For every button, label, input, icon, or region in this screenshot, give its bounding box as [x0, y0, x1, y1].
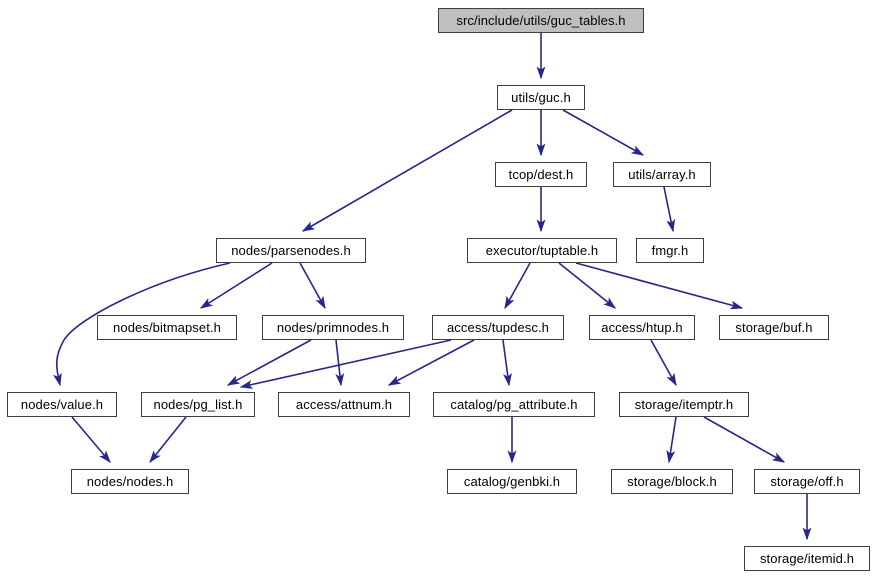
graph-node-label: storage/off.h: [770, 474, 844, 489]
graph-node-itemptr[interactable]: storage/itemptr.h: [619, 392, 749, 417]
graph-node-label: access/attnum.h: [295, 397, 393, 412]
graph-node-htup[interactable]: access/htup.h: [589, 315, 695, 340]
edge-tuptable-to-tupdesc: [504, 262, 531, 310]
graph-node-tupdesc[interactable]: access/tupdesc.h: [432, 315, 564, 340]
edge-tuptable-to-htup: [558, 262, 616, 309]
edge-value-to-nodes: [71, 416, 111, 463]
graph-node-label: storage/block.h: [627, 474, 717, 489]
edge-itemptr-to-off: [703, 416, 786, 463]
graph-node-value[interactable]: nodes/value.h: [7, 392, 117, 417]
graph-node-label: storage/buf.h: [735, 320, 813, 335]
graph-node-label: storage/itemptr.h: [634, 397, 734, 412]
graph-node-label: access/tupdesc.h: [446, 320, 550, 335]
edge-htup-to-itemptr: [650, 339, 677, 387]
graph-node-guc_tables[interactable]: src/include/utils/guc_tables.h: [438, 8, 644, 33]
graph-node-label: access/htup.h: [601, 320, 683, 335]
graph-node-label: executor/tuptable.h: [485, 243, 599, 258]
graph-node-label: nodes/nodes.h: [86, 474, 174, 489]
graph-node-guc[interactable]: utils/guc.h: [497, 85, 585, 110]
edge-guc-to-array: [562, 109, 645, 156]
graph-node-bitmapset[interactable]: nodes/bitmapset.h: [97, 315, 237, 340]
graph-node-label: src/include/utils/guc_tables.h: [456, 13, 626, 28]
graph-node-array[interactable]: utils/array.h: [613, 162, 711, 187]
edge-tupdesc-to-attnum: [387, 339, 475, 386]
graph-node-label: nodes/parsenodes.h: [231, 243, 351, 258]
edge-itemptr-to-block: [666, 416, 677, 464]
edge-tupdesc-to-pg_list: [239, 339, 452, 389]
graph-node-dest[interactable]: tcop/dest.h: [495, 162, 587, 187]
graph-node-pg_list[interactable]: nodes/pg_list.h: [141, 392, 255, 417]
graph-node-label: storage/itemid.h: [759, 551, 855, 566]
graph-node-pg_attribute[interactable]: catalog/pg_attribute.h: [433, 392, 595, 417]
graph-node-nodes[interactable]: nodes/nodes.h: [71, 469, 189, 494]
graph-node-off[interactable]: storage/off.h: [754, 469, 860, 494]
graph-node-primnodes[interactable]: nodes/primnodes.h: [262, 315, 404, 340]
graph-node-itemid[interactable]: storage/itemid.h: [744, 546, 870, 571]
graph-node-label: catalog/pg_attribute.h: [450, 397, 578, 412]
edge-parsenodes-to-value: [53, 262, 231, 387]
edge-primnodes-to-pg_list: [226, 339, 312, 386]
graph-node-tuptable[interactable]: executor/tuptable.h: [467, 238, 617, 263]
graph-node-label: tcop/dest.h: [508, 167, 574, 182]
graph-node-parsenodes[interactable]: nodes/parsenodes.h: [216, 238, 366, 263]
graph-node-label: utils/array.h: [628, 167, 696, 182]
edge-array-to-fmgr: [663, 186, 676, 233]
graph-node-label: nodes/value.h: [20, 397, 104, 412]
edge-tuptable-to-buf: [575, 262, 744, 310]
edge-pg_list-to-nodes: [149, 416, 187, 463]
graph-node-label: utils/guc.h: [511, 90, 571, 105]
edge-parsenodes-to-primnodes: [299, 262, 326, 310]
graph-node-block[interactable]: storage/block.h: [611, 469, 733, 494]
edge-tupdesc-to-pg_attribute: [502, 339, 512, 387]
graph-node-label: fmgr.h: [651, 243, 689, 258]
graph-node-attnum[interactable]: access/attnum.h: [278, 392, 410, 417]
graph-node-label: nodes/bitmapset.h: [113, 320, 221, 335]
graph-node-label: nodes/pg_list.h: [153, 397, 243, 412]
graph-node-label: nodes/primnodes.h: [276, 320, 390, 335]
edge-guc-to-parsenodes: [301, 109, 513, 232]
graph-node-label: catalog/genbki.h: [463, 474, 561, 489]
edge-primnodes-to-attnum: [335, 339, 345, 387]
graph-node-fmgr[interactable]: fmgr.h: [636, 238, 704, 263]
edge-parsenodes-to-bitmapset: [199, 262, 273, 309]
graph-node-genbki[interactable]: catalog/genbki.h: [447, 469, 577, 494]
edge-paths: [53, 33, 812, 541]
graph-node-buf[interactable]: storage/buf.h: [719, 315, 829, 340]
